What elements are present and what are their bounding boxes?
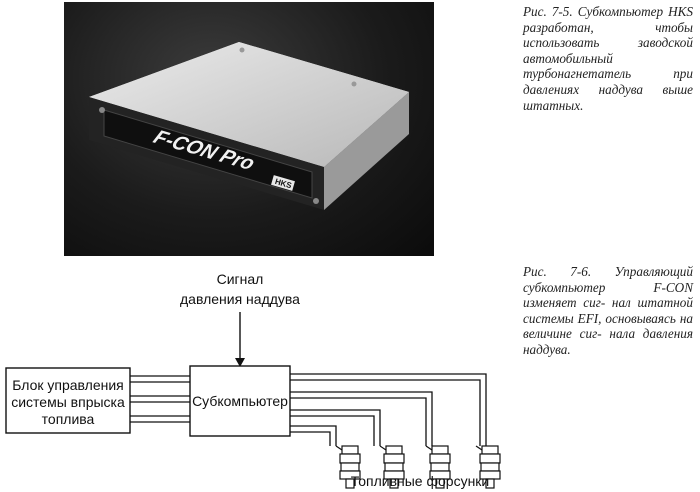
- brand-badge: [271, 175, 295, 191]
- fuel-injector-3: [425, 445, 451, 489]
- ecu-label-line-2: системы впрыска: [11, 394, 125, 410]
- subcomputer-box: [189, 365, 291, 437]
- f-con-pro-photo: F-CON Pro HKS: [64, 2, 434, 256]
- injector-wires: [290, 373, 487, 446]
- figure-7-5-caption: Рис. 7-5. Субкомпьютер HKS разработан, ч…: [523, 4, 693, 113]
- block-diagram: Сигнал давления наддува Блок управления …: [5, 271, 501, 489]
- ecu-box: [5, 367, 131, 434]
- figure-7-6-caption: Рис. 7-6. Управляющий субкомпьютер F-CON…: [523, 264, 693, 357]
- arrow-head-icon: [235, 358, 245, 367]
- subcomputer-label: Субкомпьютер: [192, 393, 288, 409]
- fuel-injector-2: [379, 445, 405, 489]
- ecu-label-line-3: топлива: [42, 411, 95, 427]
- injectors-label: Топливные форсунки: [351, 473, 490, 489]
- signal-label-line-1: Сигнал: [217, 271, 264, 287]
- fuel-injector-1: [335, 445, 361, 489]
- ecu-subcomputer-wires: [130, 375, 190, 423]
- ecu-label-line-1: Блок управления: [12, 377, 124, 393]
- fuel-injector-4: [475, 445, 501, 489]
- signal-label-line-2: давления наддува: [180, 291, 300, 307]
